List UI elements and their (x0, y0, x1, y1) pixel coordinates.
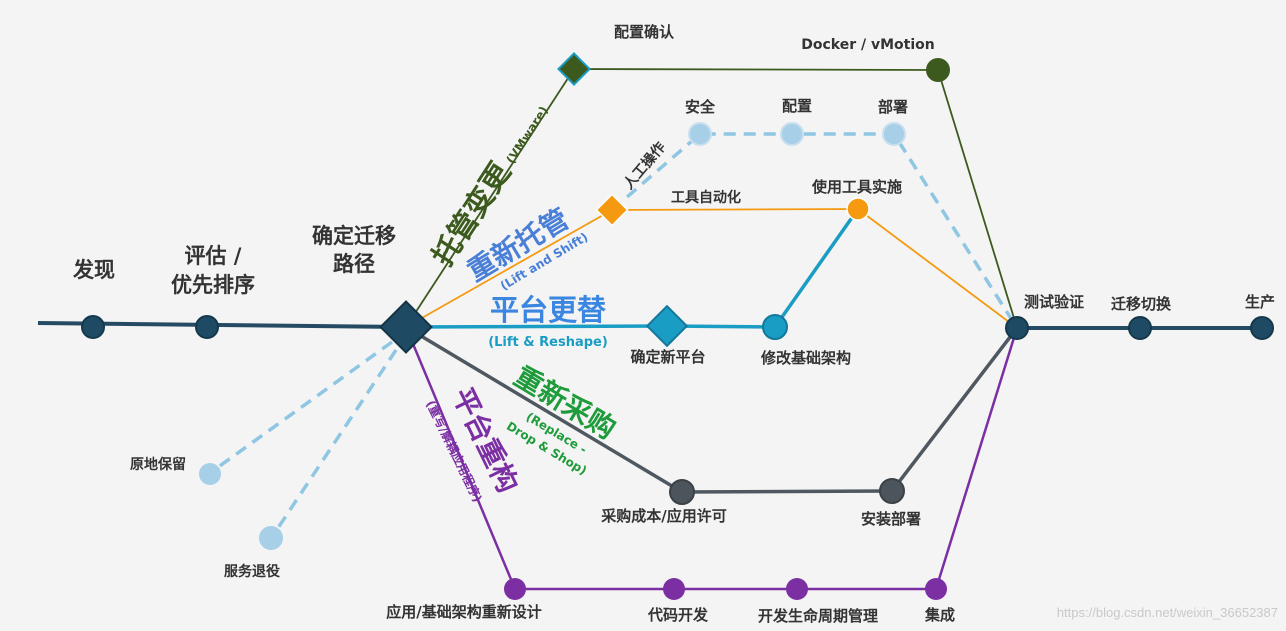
modify-infra-node (762, 314, 788, 340)
security-node (688, 122, 712, 146)
manual-ops-path (610, 132, 1019, 329)
repurchase-path (405, 325, 1019, 494)
code-dev-label: 代码开发 (647, 606, 709, 624)
redesign-label: 应用/基础架构重新设计 (386, 603, 541, 621)
retire-label: 服务退役 (224, 563, 281, 580)
purchase-cost-label: 采购成本/应用许可 (600, 507, 726, 525)
test-node (1005, 316, 1029, 340)
tool-impl-label: 使用工具实施 (811, 178, 902, 196)
integration-label: 集成 (924, 606, 955, 624)
modify-infra-label: 修改基础架构 (760, 349, 851, 367)
rehost-path (405, 208, 1018, 329)
test-label: 测试验证 (1024, 293, 1084, 311)
rehost-vm-path (405, 68, 1018, 329)
config-confirm-node (557, 52, 591, 86)
cutover-node (1128, 316, 1152, 340)
retire-path (270, 349, 398, 538)
retain-path (208, 340, 394, 475)
install-deploy-label: 安装部署 (861, 510, 921, 528)
production-node (1250, 316, 1274, 340)
config-node (780, 122, 804, 146)
decide-label-line1: 确定迁移 (312, 224, 396, 248)
rehost-node (595, 193, 629, 227)
deploy-label: 部署 (878, 98, 908, 116)
retain-label: 原地保留 (130, 456, 186, 473)
discover-label: 发现 (72, 258, 115, 282)
refactor-title: 平台重构 (446, 383, 525, 498)
tool-impl-node (846, 197, 870, 221)
new-platform-label: 确定新平台 (630, 348, 705, 366)
docker-vmotion-label: Docker / vMotion (801, 37, 935, 53)
production-label: 生产 (1245, 293, 1275, 311)
rehost-vm-subtitle: (VMware) (504, 104, 551, 167)
replatform-title: 平台更替 (490, 293, 606, 327)
assess-label-line1: 评估 / (185, 244, 242, 268)
config-confirm-label: 配置确认 (614, 23, 675, 41)
config-label: 配置 (782, 97, 812, 115)
assess-node (195, 315, 219, 339)
lifecycle-label: 开发生命周期管理 (758, 607, 878, 625)
retain-node (199, 463, 221, 485)
decide-label-line2: 路径 (333, 252, 375, 276)
code-dev-node (663, 578, 685, 600)
assess-label-line2: 优先排序 (171, 273, 255, 297)
security-label: 安全 (685, 98, 716, 116)
tool-automation-label: 工具自动化 (671, 189, 741, 206)
purchase-cost-node (669, 479, 695, 505)
docker-node (926, 58, 950, 82)
decide-node (379, 300, 433, 354)
replatform-path (405, 207, 860, 329)
lifecycle-node (786, 578, 808, 600)
new-platform-node (645, 304, 689, 348)
integration-node (925, 578, 947, 600)
replatform-subtitle: (Lift & Reshape) (488, 335, 608, 350)
watermark: https://blog.csdn.net/weixin_36652387 (1057, 605, 1278, 620)
cutover-label: 迁移切换 (1111, 295, 1172, 313)
refactor-path (404, 326, 1019, 591)
redesign-node (504, 578, 526, 600)
discover-node (81, 315, 105, 339)
deploy-node (882, 122, 906, 146)
retire-node (259, 526, 283, 550)
install-deploy-node (879, 478, 905, 504)
